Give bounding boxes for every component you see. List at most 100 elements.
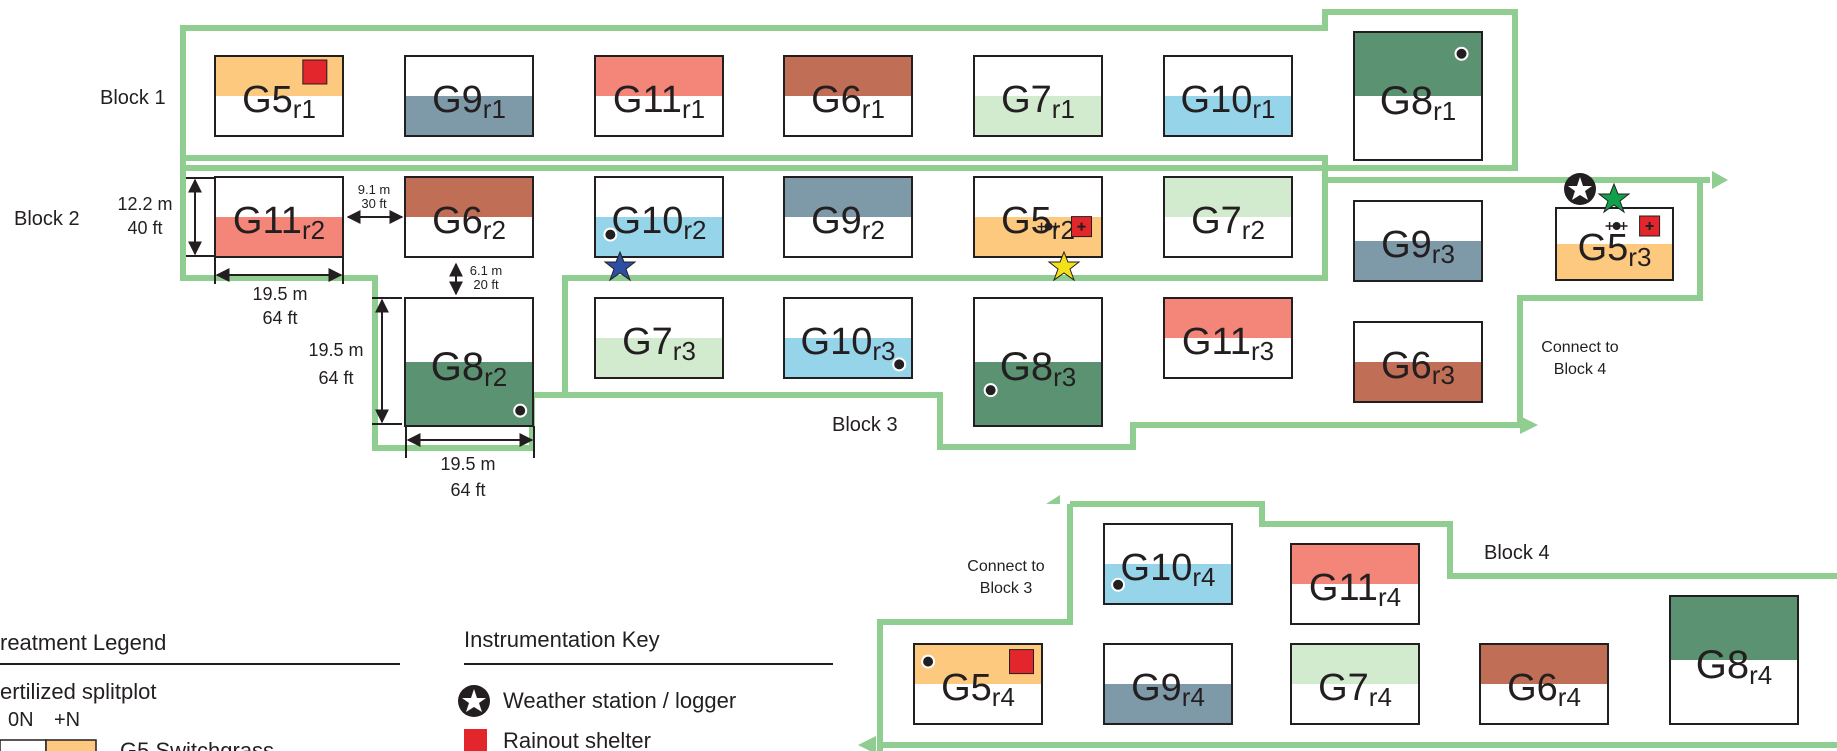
- plot-g5r3: G5r3: [1555, 207, 1674, 281]
- plot-outline: [783, 297, 913, 379]
- plot-fill: [1291, 544, 1419, 584]
- plot-rep: r3: [1628, 242, 1651, 272]
- width2-ft-label: 64 ft: [450, 480, 485, 500]
- plot-g7r2: G7r2: [1163, 176, 1293, 258]
- plot-fill: [1164, 96, 1292, 136]
- plot-outline: [1103, 523, 1233, 605]
- plot-outline: [404, 55, 534, 137]
- arrow-right-icon: [1712, 171, 1728, 189]
- plot-rep: r1: [1433, 96, 1456, 126]
- plot-g10r3: G10r3: [783, 297, 913, 379]
- rainout-shelter-icon: [302, 59, 328, 85]
- plot-g5r4: G5r4: [913, 643, 1043, 725]
- block-4-top: [1070, 501, 1837, 579]
- plot-genotype: G10: [1121, 547, 1193, 589]
- plot-rep: r2: [1052, 215, 1075, 245]
- plot-g11r2: G11r2: [214, 176, 344, 258]
- plot-label: G7r2: [1191, 200, 1265, 245]
- plot-label: G6r1: [811, 79, 885, 124]
- plot-outline: [973, 297, 1103, 427]
- plot-rep: r2: [683, 215, 706, 245]
- plot-outline: [594, 176, 724, 258]
- rainout-shelter-legend-icon: [464, 729, 487, 751]
- plot-label: G5r3: [1578, 227, 1652, 272]
- legend-g5-swatch: [45, 739, 97, 751]
- sensor-dot-icon: [603, 227, 618, 242]
- plot-genotype: G5: [1001, 200, 1052, 242]
- plot-genotype: G7: [1001, 79, 1052, 121]
- plot-rep: r4: [992, 682, 1015, 712]
- plot-g8r2: G8r2: [404, 297, 534, 427]
- blue-star-icon: [603, 250, 637, 282]
- plot-fill: [1556, 244, 1673, 280]
- plot-g6r2: G6r2: [404, 176, 534, 258]
- plot-fill: [784, 177, 912, 217]
- treatment-legend: reatment Legend ertilized splitplot 0N +…: [0, 630, 400, 751]
- plot-fill: [595, 338, 723, 378]
- plot-label: G5r1: [242, 79, 316, 124]
- plot-rep: r1: [483, 94, 506, 124]
- plot-label: G10r3: [801, 321, 896, 366]
- plot-g11r4: G11r4: [1290, 543, 1420, 625]
- plot-genotype: G11: [233, 200, 302, 242]
- plot-outline: [1353, 321, 1483, 403]
- plot-outline: [1163, 297, 1293, 379]
- block-4-outline: [877, 504, 1073, 751]
- plot-genotype: G5: [1578, 227, 1629, 269]
- weather-station-icon: [1564, 173, 1596, 205]
- plot-g8r3: G8r3: [973, 297, 1103, 427]
- plot-fill: [784, 56, 912, 96]
- plot-g10r4: G10r4: [1103, 523, 1233, 605]
- plot-label: G8r4: [1696, 643, 1772, 690]
- plot-fill: [405, 362, 533, 426]
- plot-rep: r4: [1182, 682, 1205, 712]
- plot-rep: r2: [484, 362, 507, 392]
- plot-genotype: G11: [1309, 567, 1378, 609]
- plot-rep: r4: [1192, 562, 1215, 592]
- plot-fill: [1480, 644, 1608, 684]
- sensor-dot-icon: [921, 654, 936, 669]
- plot-g5r1: G5r1: [214, 55, 344, 137]
- plot-label: G8r1: [1380, 79, 1456, 126]
- plot-genotype: G8: [1000, 345, 1053, 389]
- plot-rep: r3: [1251, 336, 1274, 366]
- block-1-label: Block 1: [100, 87, 166, 109]
- sensor-dot-icon: [892, 357, 907, 372]
- connect-to-block3-line2: Block 3: [980, 580, 1033, 597]
- plot-label: G5r2: [1001, 200, 1075, 245]
- plot-fill: [1104, 684, 1232, 724]
- treatment-legend-title: reatment Legend: [0, 630, 166, 655]
- plot-outline: [1103, 643, 1233, 725]
- rainout-shelter-icon: [1009, 649, 1035, 675]
- arrow-left-icon: [858, 736, 876, 751]
- plot-label: G6r4: [1507, 667, 1581, 712]
- plot-genotype: G6: [1507, 667, 1558, 709]
- plot-fill: [1164, 177, 1292, 217]
- plot-outline: [214, 176, 344, 258]
- plot-rep: r2: [483, 215, 506, 245]
- legend-weather-station-icon: [458, 685, 490, 717]
- plot-label: G10r2: [612, 200, 707, 245]
- plot-rep: r4: [1378, 582, 1401, 612]
- plot-label: G8r2: [431, 345, 507, 392]
- plot-genotype: G9: [432, 79, 483, 121]
- plot-genotype: G8: [1696, 643, 1749, 687]
- plot-rep: r3: [673, 336, 696, 366]
- block-2-outline: [183, 155, 1710, 183]
- plot-g9r1: G9r1: [404, 55, 534, 137]
- plot-g6r3: G6r3: [1353, 321, 1483, 403]
- side-ft-label: 64 ft: [318, 368, 353, 388]
- plot-outline: [973, 55, 1103, 137]
- plot-g7r4: G7r4: [1290, 643, 1420, 725]
- gap-m-label: 9.1 m: [358, 182, 391, 197]
- block-3-label: Block 3: [832, 414, 898, 436]
- plot-g10r2: G10r2: [594, 176, 724, 258]
- column-n-label: +N: [54, 709, 80, 731]
- plot-label: G11r2: [233, 200, 325, 245]
- plot-outline: [404, 176, 534, 258]
- plot-genotype: G9: [1381, 224, 1432, 266]
- plot-fill: [215, 217, 343, 257]
- plot-g7r1: G7r1: [973, 55, 1103, 137]
- plot-fill: [1291, 644, 1419, 684]
